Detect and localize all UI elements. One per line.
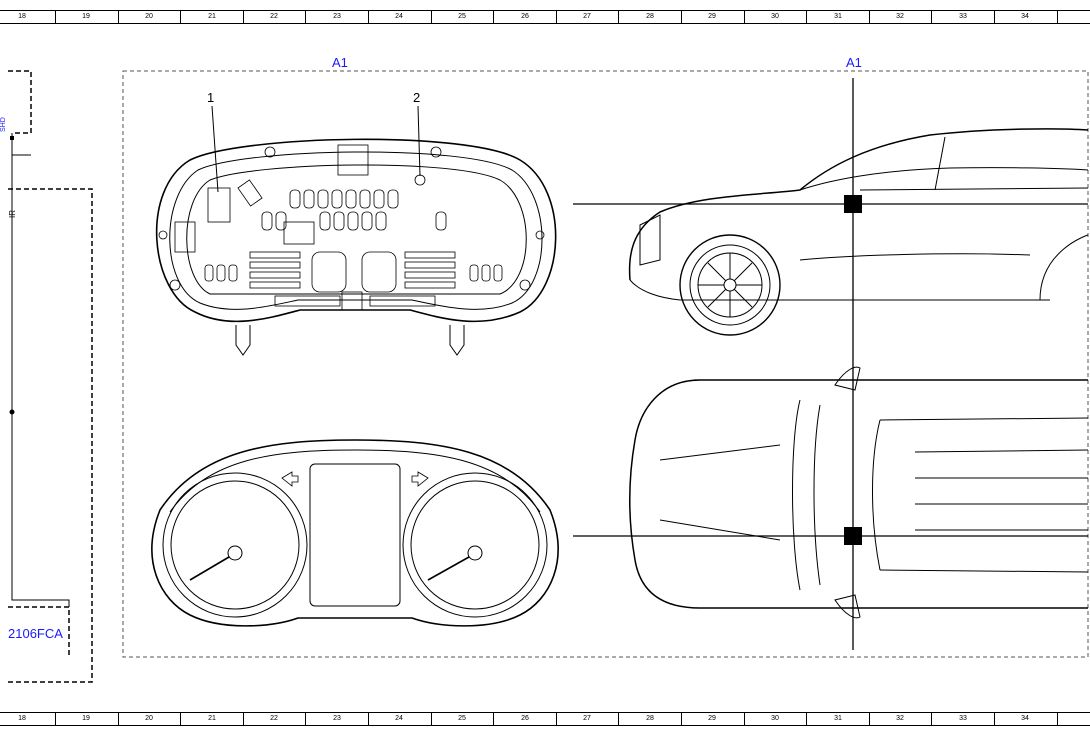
ruler-label: 26 (521, 13, 529, 20)
ruler-tick (744, 11, 745, 23)
ruler-label: 20 (145, 715, 153, 722)
ruler-label: 32 (896, 715, 904, 722)
ruler-label: 21 (208, 13, 216, 20)
ruler-label: 19 (82, 715, 90, 722)
ruler-tick (180, 713, 181, 725)
ruler-tick (243, 11, 244, 23)
callout-1: 1 (207, 90, 215, 105)
ruler-label: 28 (646, 13, 654, 20)
frame-label-right[interactable]: A1 (846, 55, 862, 70)
ruler-label: 31 (834, 13, 842, 20)
ruler-label: 21 (208, 715, 216, 722)
wire-label: IR (8, 210, 17, 218)
ruler-tick (368, 713, 369, 725)
ruler-tick (931, 713, 932, 725)
ruler-label: 22 (270, 715, 278, 722)
ruler-tick (994, 713, 995, 725)
ruler-tick (681, 713, 682, 725)
location-marker-top (844, 527, 862, 545)
ruler-tick (118, 713, 119, 725)
ruler-label: 34 (1021, 715, 1029, 722)
shield-box-main (8, 188, 93, 683)
ruler-tick (1057, 11, 1058, 23)
component-frame (122, 70, 1089, 658)
ruler-tick (744, 713, 745, 725)
ruler-label: 22 (270, 13, 278, 20)
wire-node (9, 409, 15, 415)
connector-label[interactable]: 2106FCA (8, 626, 63, 641)
callout-leader-2 (417, 105, 421, 177)
instrument-cluster-rear (155, 138, 557, 356)
ruler-label: 26 (521, 715, 529, 722)
ruler-tick (431, 11, 432, 23)
frame-label-left[interactable]: A1 (332, 55, 348, 70)
ruler-label: 23 (333, 13, 341, 20)
ruler-label: 24 (395, 715, 403, 722)
instrument-cluster-front (151, 439, 559, 627)
ruler-tick (305, 713, 306, 725)
ruler-label: 34 (1021, 13, 1029, 20)
ruler-label: 18 (18, 13, 26, 20)
callout-2: 2 (413, 90, 421, 105)
ruler-tick (118, 11, 119, 23)
ruler-tick (305, 11, 306, 23)
ruler-tick (869, 11, 870, 23)
ruler-label: 27 (583, 715, 591, 722)
ruler-tick (994, 11, 995, 23)
ruler-tick (55, 713, 56, 725)
top-ruler: 18 19 20 21 22 23 24 25 26 27 28 29 30 31 32 33 34 (0, 10, 1090, 24)
ruler-tick (493, 713, 494, 725)
ruler-label: 27 (583, 13, 591, 20)
location-marker-side (844, 195, 862, 213)
ruler-tick (368, 11, 369, 23)
ruler-label: 33 (959, 13, 967, 20)
ruler-tick (681, 11, 682, 23)
ruler-label: 24 (395, 13, 403, 20)
ruler-label: 33 (959, 715, 967, 722)
ruler-tick (869, 713, 870, 725)
ruler-tick (618, 11, 619, 23)
ruler-tick (55, 11, 56, 23)
ruler-label: 28 (646, 715, 654, 722)
ruler-tick (931, 11, 932, 23)
ruler-tick (431, 713, 432, 725)
ruler-label: 29 (708, 13, 716, 20)
ruler-label: 30 (771, 13, 779, 20)
vehicle-side-view (628, 128, 1089, 336)
ruler-tick (180, 11, 181, 23)
ruler-label: 23 (333, 715, 341, 722)
ruler-label: 20 (145, 13, 153, 20)
ruler-tick (493, 11, 494, 23)
shield-label[interactable]: SHD (0, 117, 7, 132)
bottom-ruler: 18 19 20 21 22 23 24 25 26 27 28 29 30 31 32 33 34 (0, 712, 1090, 726)
ruler-label: 29 (708, 715, 716, 722)
ruler-tick (243, 713, 244, 725)
ruler-tick (806, 713, 807, 725)
callout-leader-1 (211, 105, 219, 193)
ruler-tick (556, 11, 557, 23)
ruler-tick (806, 11, 807, 23)
ruler-label: 32 (896, 13, 904, 20)
ruler-label: 19 (82, 13, 90, 20)
ruler-tick (618, 713, 619, 725)
ruler-tick (556, 713, 557, 725)
ruler-label: 25 (458, 13, 466, 20)
ruler-label: 25 (458, 715, 466, 722)
vehicle-top-view (629, 366, 1089, 619)
ruler-tick (1057, 713, 1058, 725)
ruler-label: 18 (18, 715, 26, 722)
ruler-label: 31 (834, 715, 842, 722)
ruler-label: 30 (771, 715, 779, 722)
shield-box-top (8, 70, 32, 134)
